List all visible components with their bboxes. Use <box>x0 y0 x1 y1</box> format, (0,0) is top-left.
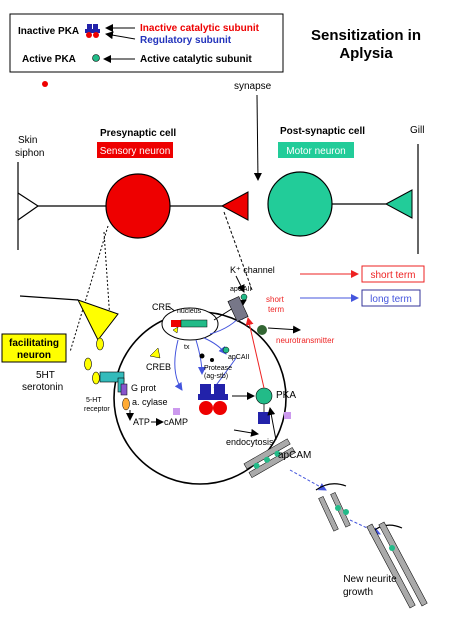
active-pka-subunit <box>255 387 273 405</box>
long-term-label: long term <box>370 294 412 305</box>
motor-neuron-box <box>278 142 354 158</box>
synapse-label: synapse <box>234 81 272 92</box>
legend-inactive-catalytic: Inactive catalytic subunit <box>140 23 260 34</box>
red-dot-marker <box>42 81 48 87</box>
skin-fork <box>17 192 40 221</box>
inactive-pka-complex <box>198 384 228 415</box>
legend-active-pka: Active PKA <box>22 54 76 65</box>
neurotransmitter-label: neurotransmitter <box>276 336 335 345</box>
legend-inactive-pka: Inactive PKA <box>18 26 79 37</box>
neurite-stage-2 <box>366 521 428 609</box>
serotonin-vesicle <box>92 371 100 385</box>
legend-regulatory: Regulatory subunit <box>140 35 232 46</box>
endocytosis-label: endocytosis <box>226 437 274 447</box>
motor-neuron-label: Motor neuron <box>286 146 345 157</box>
sensory-neuron-label: Sensory neuron <box>100 146 171 157</box>
facilitating-label-2: neuron <box>17 350 51 361</box>
protease-label-1: Protease <box>204 365 232 372</box>
skin-siphon-label-2: siphon <box>15 148 44 159</box>
legend-active-catalytic: Active catalytic subunit <box>140 54 252 65</box>
facilitating-label-1: facilitating <box>9 338 59 349</box>
g-protein <box>120 383 128 396</box>
creb-marker <box>149 347 161 359</box>
camp-molecule <box>173 408 180 415</box>
apcam-cluster <box>243 438 296 479</box>
diagram-title-line2: Aplysia <box>339 45 393 62</box>
long-term-box <box>361 289 421 307</box>
sensory-terminal <box>220 191 249 221</box>
gill-label: Gill <box>410 125 424 136</box>
sensory-neuron-box <box>97 142 173 158</box>
k-channel-label: K⁺ channel <box>230 265 275 275</box>
motor-neuron-soma <box>267 171 333 237</box>
creb-label: CREB <box>146 362 171 372</box>
5ht-receptor <box>99 371 125 383</box>
tx-label: tx <box>184 344 190 351</box>
creb-bound <box>171 320 181 327</box>
gprot-label: G prot <box>131 383 157 393</box>
apcaii-top-label: apCAII <box>230 286 251 293</box>
receptor-label-1: 5-HT <box>86 397 102 404</box>
k-channel <box>227 296 249 322</box>
presynaptic-label: Presynaptic cell <box>100 128 176 139</box>
serotonin-vesicle <box>96 337 104 351</box>
apcaii-mid-label: apCAII <box>228 354 249 361</box>
cyclase-label: a. cylase <box>132 397 168 407</box>
motor-terminal <box>384 189 413 219</box>
neurite-stage-1 <box>315 483 351 532</box>
receptor-label-2: receptor <box>84 406 110 413</box>
neurite-label-1: New neurite <box>343 574 397 585</box>
short-term-small-2: term <box>268 305 284 314</box>
regulatory-subunit <box>258 412 270 424</box>
skin-siphon-label-1: Skin <box>18 135 37 146</box>
atp-label: ATP <box>133 417 150 427</box>
protease-label-2: (ag-stb) <box>204 373 228 380</box>
serotonin-vesicle <box>84 357 92 371</box>
short-term-label: short term <box>370 270 415 281</box>
dna-segment <box>180 319 208 328</box>
short-term-box <box>361 265 425 283</box>
cre-label: CRE <box>152 302 171 312</box>
camp-label: cAMP <box>164 417 188 427</box>
pka-label: PKA <box>276 390 296 401</box>
serotonin-label: serotonin <box>22 382 63 393</box>
facilitating-terminal <box>77 299 119 341</box>
apcam-label: apCAM <box>278 450 311 461</box>
postsynaptic-label: Post-synaptic cell <box>280 126 365 137</box>
diagram-title-line1: Sensitization in <box>311 27 421 44</box>
inactive-pka-icon <box>85 24 100 38</box>
facilitating-neuron-box <box>1 333 67 363</box>
adenylyl-cyclase <box>122 397 130 411</box>
legend-box: Inactive PKA Inactive catalytic subunit … <box>9 13 284 73</box>
active-catalytic-icon <box>92 54 100 62</box>
neurite-label-2: growth <box>343 587 373 598</box>
sensory-neuron-soma <box>105 173 171 239</box>
fiveht-label: 5HT <box>36 370 55 381</box>
short-term-small-1: short <box>266 295 285 304</box>
neurotransmitter-vesicle <box>257 325 267 335</box>
nucleus-label: nucleus <box>177 308 202 315</box>
